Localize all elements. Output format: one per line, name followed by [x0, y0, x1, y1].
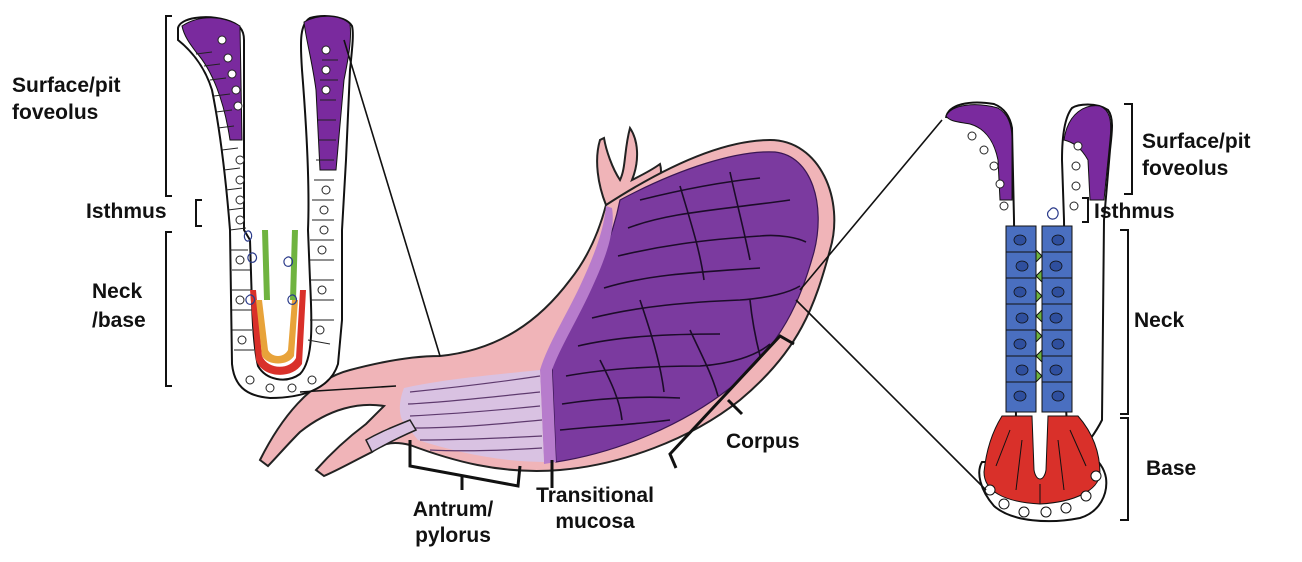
- right-surface-label-line1: Surface/pit: [1142, 130, 1251, 154]
- transitional-label-line2: mucosa: [520, 510, 670, 534]
- left-gland-base-band-orange: [256, 300, 298, 364]
- corpus-mucosa: [552, 152, 818, 462]
- antrum-label-line2: pylorus: [398, 524, 508, 548]
- left-surface-label-line1: Surface/pit: [12, 74, 121, 98]
- left-neck-label-line1: Neck: [92, 280, 142, 304]
- left-gland-base-band-green: [262, 230, 298, 300]
- stomach: [260, 128, 834, 476]
- antrum-label-line1: Antrum/: [398, 498, 508, 522]
- transitional-label-line1: Transitional: [520, 484, 670, 508]
- right-gland-isthmus-cell: [1048, 208, 1059, 219]
- left-isthmus-label: Isthmus: [86, 200, 167, 224]
- right-surface-label-line2: foveolus: [1142, 157, 1228, 181]
- left-surface-label-line2: foveolus: [12, 101, 98, 125]
- right-neck-label: Neck: [1134, 309, 1184, 333]
- left-gastric-gland: [166, 16, 353, 398]
- right-isthmus-label: Isthmus: [1094, 200, 1175, 224]
- right-base-label: Base: [1146, 457, 1196, 481]
- left-neck-label-line2: /base: [92, 309, 146, 333]
- corpus-label: Corpus: [726, 430, 800, 454]
- right-gastric-gland: [946, 103, 1132, 522]
- left-brackets: [166, 16, 202, 386]
